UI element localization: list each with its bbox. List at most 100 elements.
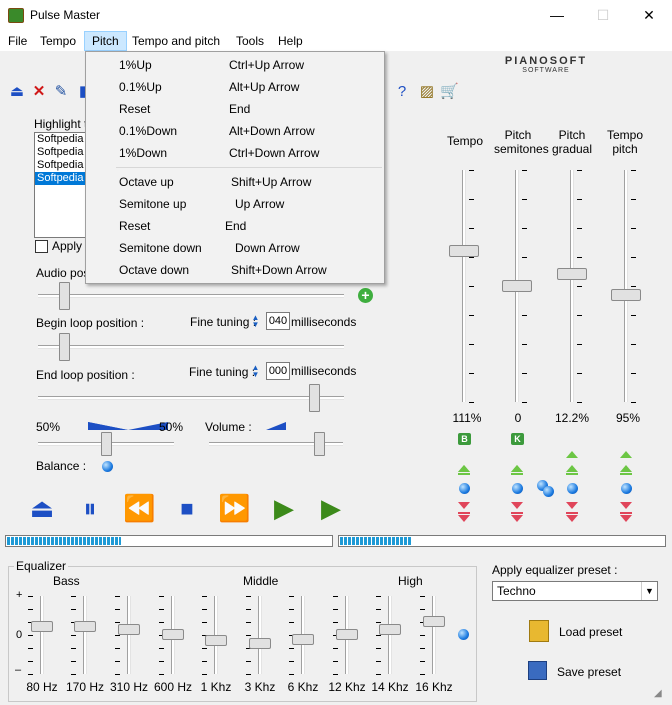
close-button[interactable]: ✕ [643, 7, 655, 23]
pause-button[interactable]: ⏸ [83, 493, 97, 523]
eq-slider-thumb[interactable] [423, 615, 445, 627]
eq-slider-track[interactable] [214, 596, 218, 674]
eq-slider-track[interactable] [40, 596, 44, 674]
vertical-slider-track[interactable] [624, 170, 628, 402]
play-loop-button[interactable]: ▶ [274, 493, 294, 523]
save-preset-button[interactable]: Save preset [557, 665, 622, 679]
minimize-button[interactable]: — [550, 7, 564, 23]
eq-slider-thumb[interactable] [118, 624, 140, 636]
resize-grip-icon[interactable]: ◢ [654, 688, 662, 699]
end-loop-track[interactable] [38, 396, 344, 400]
volume-thumb[interactable] [313, 432, 325, 456]
step-down-icon[interactable] [511, 515, 523, 522]
vertical-slider-thumb[interactable] [611, 289, 641, 302]
audio-position-thumb[interactable] [58, 282, 70, 310]
reset-dot-icon[interactable] [567, 483, 578, 494]
balance-thumb[interactable] [100, 432, 112, 456]
vertical-slider-track[interactable] [570, 170, 574, 402]
balance-reset-icon[interactable] [102, 461, 113, 472]
begin-fine-tuning-input[interactable]: 040 [266, 312, 290, 330]
reset-dot-icon[interactable] [459, 483, 470, 494]
step-down-icon[interactable] [620, 502, 632, 509]
end-loop-thumb[interactable] [309, 384, 321, 412]
step-down-icon[interactable] [566, 515, 578, 522]
eq-slider-thumb[interactable] [379, 623, 401, 635]
k-badge-icon[interactable]: K [511, 433, 524, 445]
rewind-button[interactable]: ⏪ [123, 493, 156, 523]
playlist-item[interactable]: Softpedia [37, 159, 84, 171]
step-up-icon[interactable] [566, 451, 578, 458]
volume-track[interactable] [209, 442, 343, 446]
eq-slider-thumb[interactable] [336, 629, 358, 640]
eq-slider-thumb[interactable] [31, 621, 53, 633]
list-icon[interactable]: ▮ [78, 83, 88, 100]
step-down-icon[interactable] [458, 515, 470, 522]
playlist-item[interactable]: Softpedia [37, 146, 84, 158]
playlist-item[interactable]: Softpedia [37, 133, 84, 145]
folder-icon[interactable] [529, 620, 549, 642]
preset-select[interactable]: Techno ▼ [492, 581, 658, 601]
step-down-icon[interactable] [566, 502, 578, 509]
load-preset-button[interactable]: Load preset [559, 625, 623, 639]
eq-slider-thumb[interactable] [205, 635, 227, 647]
link-icon-2[interactable] [543, 486, 554, 497]
end-fine-tuning-input[interactable]: 000 [266, 362, 290, 380]
eq-reset-icon[interactable] [458, 629, 469, 640]
apply-checkbox[interactable] [35, 240, 48, 253]
eject-icon[interactable]: ⏏ [9, 83, 25, 100]
eq-slider-track[interactable] [388, 596, 392, 674]
eq-slider-thumb[interactable] [292, 633, 314, 645]
step-down-icon[interactable] [511, 502, 523, 509]
eq-slider-track[interactable] [83, 596, 87, 674]
vertical-slider-thumb[interactable] [502, 280, 532, 292]
menu-pitch[interactable]: Pitch [84, 31, 127, 51]
menu-tempo[interactable]: Tempo [40, 34, 77, 48]
reset-dot-icon[interactable] [512, 483, 523, 494]
playlist[interactable]: Softpedia Softpedia Softpedia Softpedia [34, 132, 92, 238]
begin-spinner[interactable]: ▲▼ [251, 313, 260, 329]
step-up-icon[interactable] [566, 465, 578, 472]
add-icon[interactable]: + [358, 288, 373, 303]
play-button[interactable]: ▶ [321, 493, 341, 523]
eq-slider-thumb[interactable] [162, 629, 184, 640]
delete-icon[interactable]: ✕ [32, 83, 46, 100]
save-disk-icon[interactable] [528, 661, 547, 680]
link-icon[interactable] [537, 480, 548, 491]
playlist-item-selected[interactable]: Softpedia [35, 172, 91, 185]
end-spinner[interactable]: ▲▼ [251, 363, 260, 379]
note-icon[interactable]: ▨ [419, 83, 435, 100]
vertical-slider-track[interactable] [462, 170, 466, 402]
menu-help[interactable]: Help [278, 34, 303, 48]
help-icon[interactable]: ? [397, 83, 407, 100]
step-up-icon[interactable] [458, 465, 470, 472]
fast-forward-button[interactable]: ⏩ [218, 493, 251, 523]
menu-tools[interactable]: Tools [236, 34, 265, 48]
vertical-slider-thumb[interactable] [449, 245, 479, 258]
eject-button[interactable]: ⏏ [29, 493, 55, 523]
begin-loop-track[interactable] [38, 345, 344, 349]
stop-button[interactable]: ⏹ [180, 493, 194, 523]
vertical-slider-thumb[interactable] [557, 268, 587, 281]
eq-slider-thumb[interactable] [249, 638, 271, 650]
cart-icon[interactable]: 🛒 [440, 83, 459, 100]
step-up-icon[interactable] [511, 465, 523, 472]
maximize-button[interactable]: ☐ [596, 7, 610, 23]
audio-position-track[interactable] [38, 294, 344, 298]
b-badge-icon[interactable]: B [458, 433, 471, 445]
menu-file[interactable]: File [8, 34, 28, 48]
menu-tempo-and-pitch[interactable]: Tempo and pitch [132, 34, 221, 48]
step-down-icon[interactable] [620, 515, 632, 522]
reset-dot-icon[interactable] [621, 483, 632, 494]
chevron-down-icon[interactable]: ▼ [641, 582, 657, 600]
step-up-icon[interactable] [620, 465, 632, 472]
eq-slider-track[interactable] [258, 596, 262, 674]
